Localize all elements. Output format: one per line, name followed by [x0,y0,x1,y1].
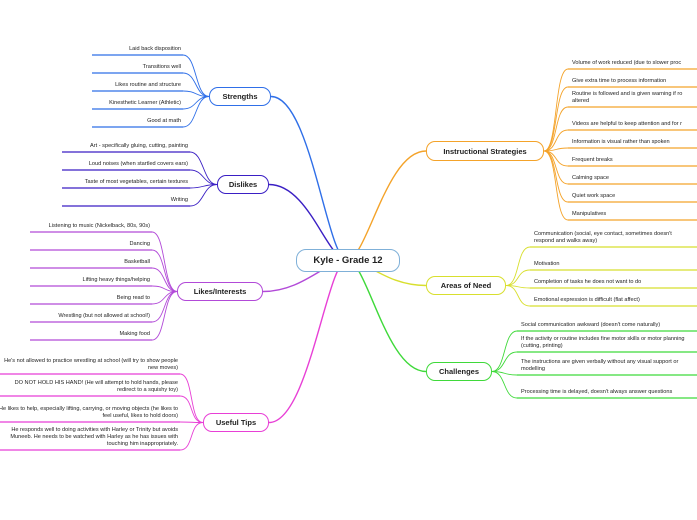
connector [543,68,569,152]
dislikes-item[interactable]: Art - specifically gluing, cutting, pain… [90,143,188,149]
dislikes-item[interactable]: Loud noises (when startled covers ears) [88,161,188,167]
instructional-item[interactable]: Frequent breaks [572,157,613,163]
needs-item[interactable]: Communication (social, eye contact, some… [534,231,672,244]
dislikes-item[interactable]: Taste of most vegetables, certain textur… [84,179,188,185]
connector [543,129,569,152]
likes-item[interactable]: Being read to [116,295,150,301]
connector [491,351,518,372]
needs-item[interactable]: Completion of tasks he does not want to … [534,279,642,285]
connector [182,72,210,97]
branch-dislikes[interactable]: Dislikes [217,175,269,194]
branch-instructional[interactable]: Instructional Strategies [426,141,544,161]
likes-item[interactable]: Basketball [124,259,150,265]
instructional-item[interactable]: Information is visual rather than spoken [572,139,670,145]
connector [491,371,518,399]
branch-tips[interactable]: Useful Tips [203,413,269,432]
strengths-item[interactable]: Kinesthetic Learner (Athletic) [109,100,181,106]
connector [179,373,204,423]
instructional-item[interactable]: Quiet work space [572,193,616,199]
likes-item[interactable]: Lifting heavy things/helping [82,277,150,283]
connector [151,231,178,292]
instructional-item[interactable]: Manipulatives [572,211,607,217]
tips-item[interactable]: He responds well to doing activities wit… [10,427,178,447]
connector [179,422,204,451]
branch-needs[interactable]: Areas of Need [426,276,506,295]
likes-item[interactable]: Wrestling (but not allowed at school!) [58,313,150,319]
connector [189,184,218,207]
needs-item[interactable]: Motivation [534,261,560,267]
instructional-item[interactable]: Videos are helpful to keep attention and… [572,121,682,127]
challenges-item[interactable]: Processing time is delayed, doesn't alwa… [521,389,673,395]
tips-item[interactable]: DO NOT HOLD HIS HAND! (He will attempt t… [14,380,178,393]
instructional-item[interactable]: Routine is followed and is given warning… [572,91,683,104]
tips-item[interactable]: He likes to help, especially lifting, ca… [0,406,178,419]
branch-likes[interactable]: Likes/Interests [177,282,263,301]
likes-item[interactable]: Listening to music (Nickelback, 80s, 90s… [48,223,150,229]
connector [182,96,210,128]
strengths-item[interactable]: Laid back disposition [129,46,181,52]
instructional-item[interactable]: Calming space [572,175,609,181]
connector [151,249,178,292]
connector [151,291,178,341]
connector [505,285,531,307]
connector [182,54,210,97]
challenges-item[interactable]: If the activity or routine includes fine… [521,336,685,349]
needs-item[interactable]: Emotional expression is difficult (flat … [534,297,640,303]
central-topic[interactable]: Kyle - Grade 12 [296,249,400,272]
tips-item[interactable]: He's not allowed to practice wrestling a… [4,358,178,371]
connector [505,246,531,286]
connector [505,269,531,286]
branch-strengths[interactable]: Strengths [209,87,271,106]
dislikes-item[interactable]: Writing [170,197,188,203]
connector [179,421,204,423]
connector [543,150,569,221]
likes-item[interactable]: Dancing [129,241,150,247]
strengths-item[interactable]: Likes routine and structure [115,82,181,88]
challenges-item[interactable]: The instructions are given verbally with… [521,359,679,372]
connector [151,267,178,292]
connector [543,106,569,152]
connector [491,330,518,372]
connector [543,150,569,185]
connector [182,96,210,110]
instructional-item[interactable]: Give extra time to process information [572,78,667,84]
connector [270,95,348,261]
connector [346,150,427,261]
connector [179,395,204,423]
connector [189,151,218,185]
challenges-item[interactable]: Social communication awkward (doesn't co… [521,322,661,328]
instructional-item[interactable]: Volume of work reduced (due to slower pr… [572,60,682,66]
likes-item[interactable]: Making food [119,331,150,337]
strengths-item[interactable]: Good at math [147,118,181,124]
strengths-item[interactable]: Transitions well [142,64,181,70]
connector [189,169,218,185]
branch-challenges[interactable]: Challenges [426,362,492,381]
connector [268,259,348,424]
